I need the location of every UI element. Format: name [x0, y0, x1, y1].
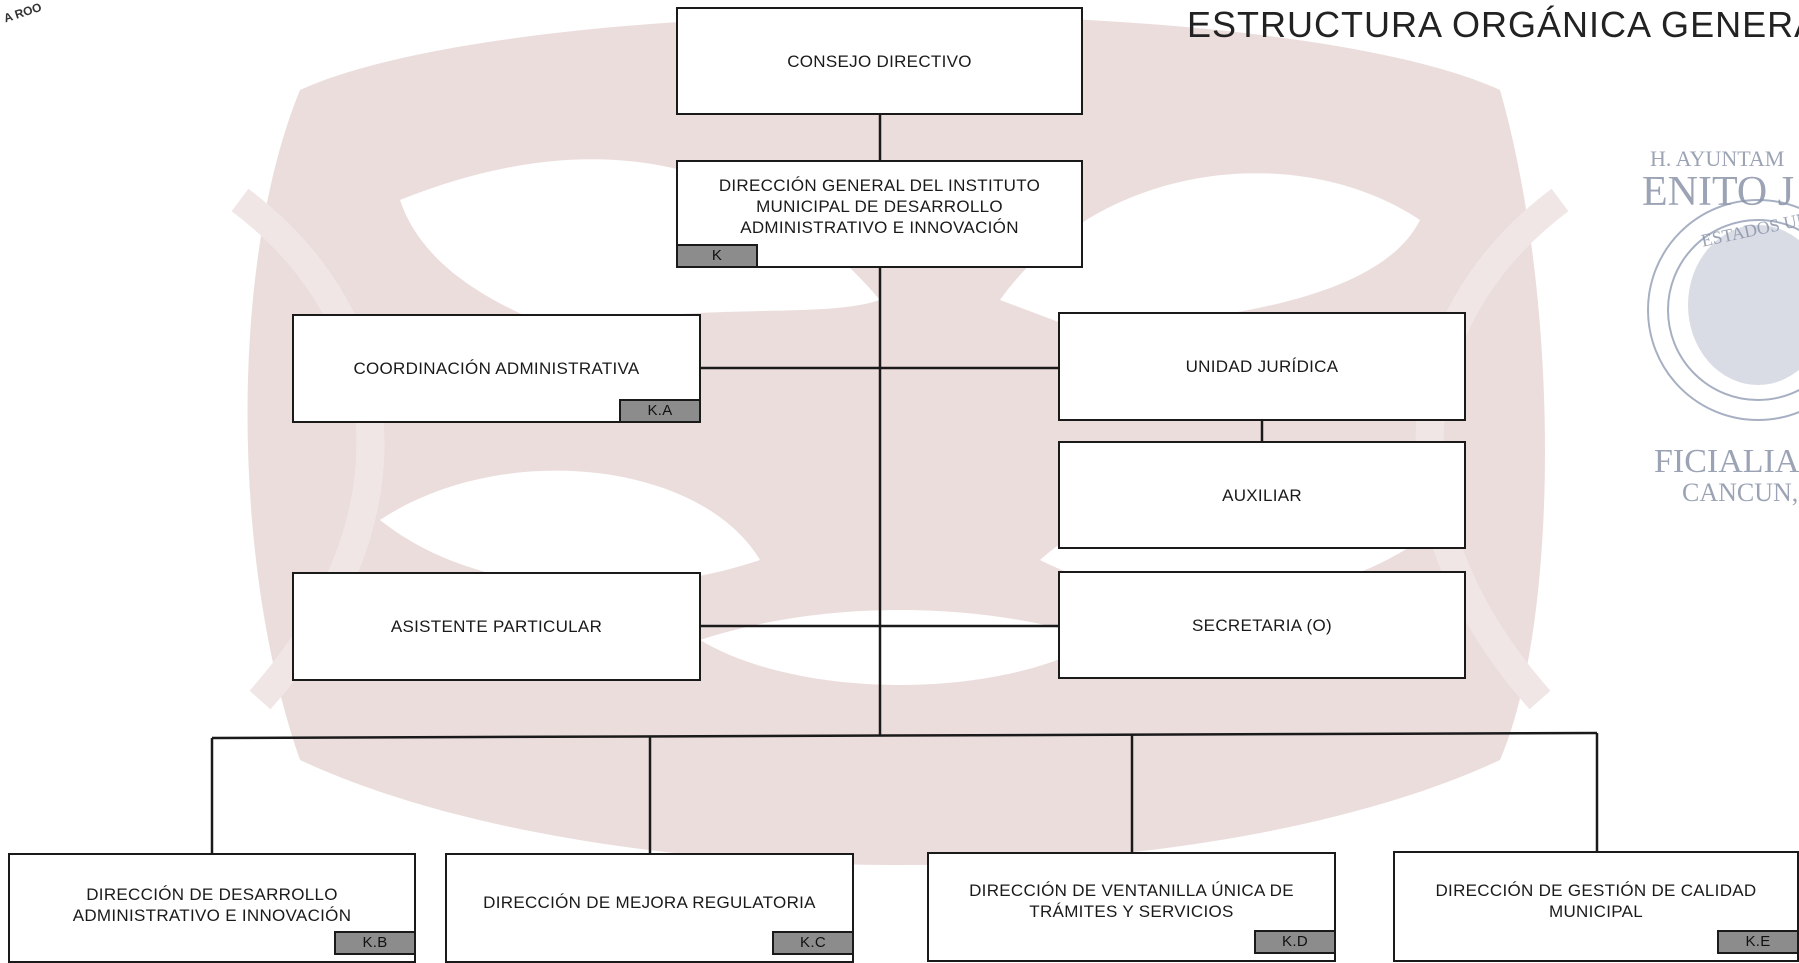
stamp-line-2: ENITO J — [1642, 169, 1795, 215]
node-code-badge: K.A — [619, 399, 701, 423]
node-label: COORDINACIÓN ADMINISTRATIVA — [353, 359, 640, 378]
page-title: ESTRUCTURA ORGÁNICA GENERA — [1187, 4, 1799, 45]
stamp-line-1: H. AYUNTAM — [1650, 146, 1785, 171]
node-label: DIRECCIÓN GENERAL DEL INSTITUTO MUNICIPA… — [718, 175, 1041, 237]
node-direccion-desarrollo: DIRECCIÓN DE DESARROLLO ADMINISTRATIVO E… — [8, 853, 416, 963]
node-coordinacion-administrativa: COORDINACIÓN ADMINISTRATIVA K.A — [292, 314, 701, 423]
node-label: AUXILIAR — [1222, 485, 1302, 505]
node-code-badge: K.C — [772, 931, 854, 955]
node-label: DIRECCIÓN DE VENTANILLA ÚNICA DE TRÁMITE… — [969, 881, 1294, 921]
stamp-line-4: CANCUN, C — [1682, 478, 1799, 507]
node-secretaria: SECRETARIA (O) — [1058, 571, 1466, 679]
node-direccion-mejora-regulatoria: DIRECCIÓN DE MEJORA REGULATORIA K.C — [445, 853, 854, 963]
node-asistente-particular: ASISTENTE PARTICULAR — [292, 572, 701, 681]
node-direccion-general: DIRECCIÓN GENERAL DEL INSTITUTO MUNICIPA… — [676, 160, 1083, 268]
node-label: UNIDAD JURÍDICA — [1185, 357, 1339, 376]
node-label: ASISTENTE PARTICULAR — [390, 617, 603, 636]
node-label: SECRETARIA (O) — [1192, 615, 1332, 635]
node-direccion-gestion-calidad: DIRECCIÓN DE GESTIÓN DE CALIDAD MUNICIPA… — [1393, 851, 1799, 962]
node-code-badge: K.B — [334, 931, 416, 955]
node-direccion-ventanilla-unica: DIRECCIÓN DE VENTANILLA ÚNICA DE TRÁMITE… — [927, 852, 1336, 962]
node-code-badge: K — [676, 244, 758, 268]
node-code-badge: K.D — [1254, 930, 1336, 954]
node-label: DIRECCIÓN DE DESARROLLO ADMINISTRATIVO E… — [72, 885, 352, 925]
stamp-line-3: FICIALIA — [1654, 443, 1799, 480]
node-unidad-juridica: UNIDAD JURÍDICA — [1058, 312, 1466, 421]
node-code-badge: K.E — [1717, 930, 1799, 954]
node-consejo-directivo: CONSEJO DIRECTIVO — [676, 7, 1083, 115]
node-label: DIRECCIÓN DE GESTIÓN DE CALIDAD MUNICIPA… — [1435, 880, 1757, 921]
node-label: CONSEJO DIRECTIVO — [787, 51, 972, 71]
node-label: DIRECCIÓN DE MEJORA REGULATORIA — [483, 892, 816, 912]
node-auxiliar: AUXILIAR — [1058, 441, 1466, 549]
